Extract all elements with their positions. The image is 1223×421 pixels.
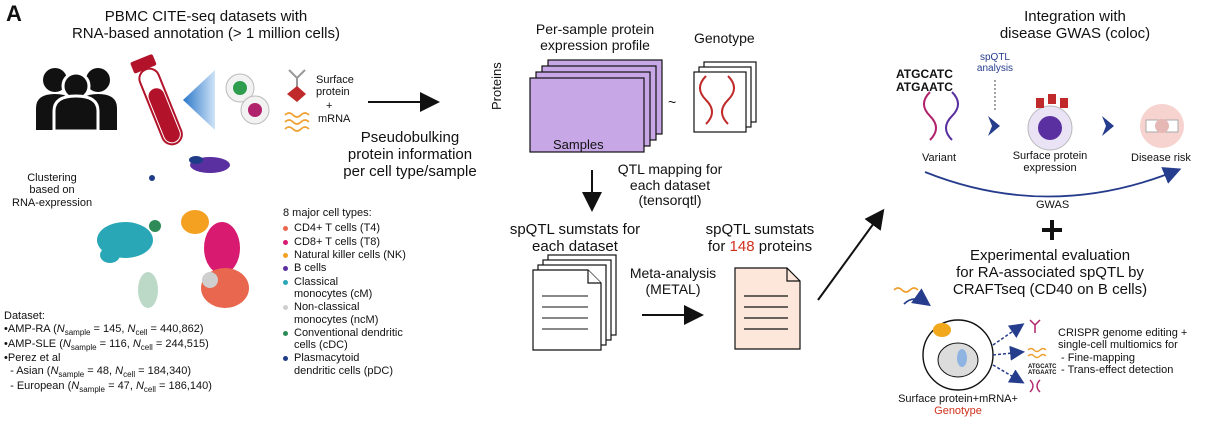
legend-item: B cells: [283, 262, 406, 274]
legend-swatch: [283, 266, 288, 272]
legend-label: Conventional dendritic cells (cDC): [294, 326, 403, 352]
clustering-label: Clustering based on RNA-expression: [12, 172, 93, 209]
dataset-list: Dataset: •AMP-RA (Nsample = 145, Ncell =…: [4, 310, 212, 394]
proteins-axis-label: Proteins: [489, 62, 504, 110]
joint-disease-icon: [1140, 104, 1184, 148]
dataset-row: - European (Nsample = 47, Ncell = 186,14…: [4, 379, 212, 394]
dataset-header: Dataset:: [4, 310, 45, 322]
cells-icon: [225, 73, 270, 125]
sorting-cone-icon: [183, 70, 215, 130]
legend-label: CD4+ T cells (T4): [294, 222, 381, 235]
flow-chevron-2: [1102, 116, 1114, 136]
evaluation-title: Experimental evaluation for RA-associate…: [952, 247, 1148, 298]
genotype-label: Genotype: [694, 30, 755, 46]
tilde-label: ~: [668, 94, 677, 110]
legend-swatch: [283, 330, 288, 336]
sumstats-doc-stack: [532, 254, 617, 351]
cite-title: PBMC CITE-seq datasets with RNA-based an…: [71, 8, 341, 42]
gwas-arc: [924, 167, 1182, 198]
n-cell-value: 186,140: [168, 379, 209, 392]
legend-swatch: [283, 252, 288, 258]
crispr-label: CRISPR genome editing + single-cell mult…: [1058, 327, 1188, 376]
antibody-icon: [287, 69, 306, 102]
sumstats-148-label: spQTL sumstats for 148 proteins: [705, 221, 815, 255]
plus-sign: +: [326, 100, 333, 112]
n-sample-value: 48: [96, 365, 110, 378]
variant-dna-icon: [923, 91, 959, 141]
cell-type-legend: 8 major cell types: CD4+ T cells (T4)CD8…: [283, 207, 406, 378]
legend-item: Conventional dendritic cells (cDC): [283, 327, 406, 352]
legend-label: Natural killer cells (NK): [294, 248, 406, 261]
legend-label: CD8+ T cells (T8): [294, 235, 381, 248]
legend-swatch: [283, 356, 288, 362]
qtl-mapping-label: QTL mapping for each dataset (tensorqtl): [617, 161, 723, 209]
n-sample-value: 145: [103, 322, 122, 335]
plus-icon: [1042, 220, 1062, 240]
legend-item: CD4+ T cells (T4): [283, 222, 406, 234]
n-cell-value: 184,340: [147, 365, 188, 378]
legend-swatch: [283, 226, 288, 232]
dataset-row: - Asian (Nsample = 48, Ncell = 184,340): [4, 365, 192, 380]
n-sample-value: 47: [117, 379, 130, 392]
meta-analysis-label: Meta-analysis (METAL): [629, 265, 717, 297]
samples-axis-label: Samples: [553, 137, 604, 152]
integration-title: Integration with disease GWAS (coloc): [999, 8, 1151, 42]
mini-sequence: ATGCATC ATGAATC: [1028, 364, 1057, 377]
legend-item: Non-classical monocytes (ncM): [283, 301, 406, 326]
variant-label: Variant: [922, 152, 957, 164]
legend-item: CD8+ T cells (T8): [283, 236, 406, 248]
legend-label: Classical monocytes (cM): [294, 275, 373, 300]
dataset-row: •AMP-SLE (Nsample = 116, Ncell = 244,515…: [4, 337, 209, 352]
n-cell-value: 244,515: [165, 337, 206, 350]
legend-title: 8 major cell types:: [283, 207, 372, 219]
people-icon: [36, 68, 117, 133]
n-cell-value: 440,862: [160, 322, 200, 335]
surface-protein-label: Surface protein: [316, 74, 354, 99]
genotype-stack: [693, 61, 757, 133]
legend-swatch: [283, 239, 288, 245]
craftseq-cell-icon: [893, 287, 1047, 393]
protein-count: 148: [729, 237, 755, 255]
legend-item: Natural killer cells (NK): [283, 249, 406, 261]
dataset-row: •Perez et al: [4, 352, 61, 365]
blood-tube-icon: [130, 54, 183, 146]
umap-plot: [97, 156, 249, 308]
pseudobulk-label: Pseudobulking protein information per ce…: [343, 129, 477, 180]
variant-sequence: ATGCATC ATGAATC: [896, 67, 953, 94]
legend-label: B cells: [294, 262, 327, 275]
readout-label: Surface protein+mRNA+ Genotype: [898, 393, 1018, 418]
surface-expression-label: Surface protein expression: [1012, 150, 1088, 175]
gwas-label: GWAS: [1036, 199, 1070, 211]
mrna-label: mRNA: [318, 113, 351, 125]
spqtl-analysis-label: spQTL analysis: [976, 52, 1014, 75]
flow-chevron-1: [988, 116, 1000, 136]
legend-swatch: [283, 279, 288, 285]
sumstats-each-label: spQTL sumstats for each dataset: [509, 221, 641, 255]
protein-profile-stack: [529, 59, 663, 153]
surface-protein-cell-icon: [1027, 94, 1073, 151]
mrna-wave-icon: [284, 112, 310, 132]
n-sample-value: 116: [109, 337, 127, 350]
legend-label: Non-classical monocytes (ncM): [294, 301, 379, 326]
legend-label: Plasmacytoid dendritic cells (pDC): [294, 352, 394, 377]
profile-title: Per-sample protein expression profile: [535, 21, 655, 53]
legend-swatch: [283, 305, 288, 311]
panel-label: A: [6, 1, 22, 26]
legend-item: Plasmacytoid dendritic cells (pDC): [283, 352, 406, 377]
dataset-row: •AMP-RA (Nsample = 145, Ncell = 440,862): [4, 322, 204, 338]
meta-sumstats-doc: [734, 267, 801, 350]
legend-item: Classical monocytes (cM): [283, 276, 406, 301]
disease-risk-label: Disease risk: [1131, 152, 1191, 164]
